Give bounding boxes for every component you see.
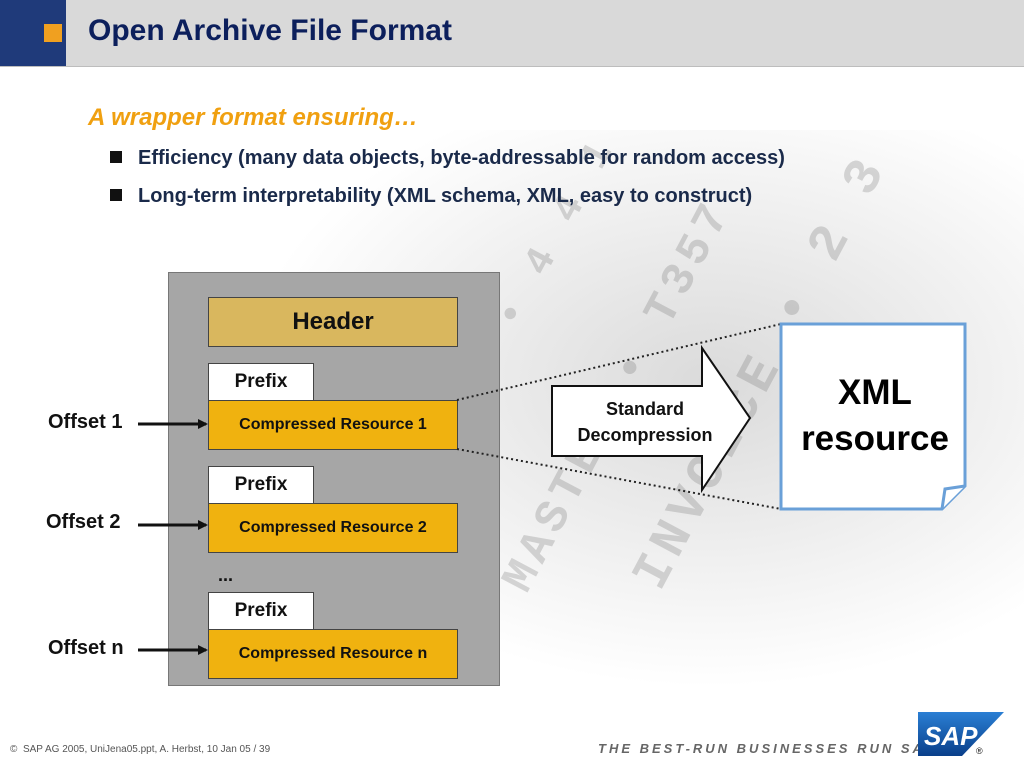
prefix-block: Prefix	[208, 466, 314, 504]
footer-copyright: © SAP AG 2005, UniJena05.ppt, A. Herbst,…	[10, 744, 270, 755]
title-accent-square	[44, 24, 62, 42]
compressed-resource-block: Compressed Resource 2	[208, 503, 458, 553]
expansion-line	[456, 323, 782, 401]
expansion-line	[456, 448, 782, 510]
bullet-text: Long-term interpretability (XML schema, …	[138, 185, 753, 207]
offset-label: Offset n	[48, 637, 124, 659]
offset-label: Offset 2	[46, 511, 121, 533]
xml-resource-line: resource	[801, 419, 949, 458]
bullet-item: Long-term interpretability (XML schema, …	[110, 185, 752, 208]
bullet-item: Efficiency (many data objects, byte-addr…	[110, 147, 785, 170]
slide-title: Open Archive File Format	[88, 14, 452, 47]
bullet-text: Efficiency (many data objects, byte-addr…	[138, 147, 785, 169]
offset-label: Offset 1	[48, 411, 123, 433]
decompression-label-line: Standard	[605, 399, 684, 419]
prefix-block: Prefix	[208, 363, 314, 401]
decompression-label: Standard Decompression	[555, 396, 735, 448]
bullet-square-icon	[110, 188, 122, 201]
bullet-square-icon	[110, 150, 122, 163]
sap-logo-registered: ®	[976, 746, 983, 756]
ellipsis: ...	[218, 565, 234, 585]
slide-subtitle: A wrapper format ensuring…	[88, 104, 418, 131]
copyright-symbol: ©	[10, 744, 18, 755]
decompression-arrow-icon	[551, 344, 752, 494]
footer-slogan: THE BEST-RUN BUSINESSES RUN SAP	[598, 741, 937, 756]
archive-header-block: Header	[208, 297, 458, 347]
title-bar: Open Archive File Format	[0, 0, 1024, 67]
copyright-text: SAP AG 2005, UniJena05.ppt, A. Herbst, 1…	[22, 744, 271, 755]
compressed-resource-block: Compressed Resource n	[208, 629, 458, 679]
document-fold-icon	[940, 484, 966, 510]
xml-resource-line: XML	[838, 373, 912, 412]
decompression-label-line: Decompression	[577, 425, 713, 445]
compressed-resource-block: Compressed Resource 1	[208, 400, 458, 450]
xml-resource-label: XML resource	[782, 370, 968, 462]
sap-logo: SAP ®	[918, 712, 1004, 756]
sap-logo-text: SAP	[924, 721, 978, 751]
